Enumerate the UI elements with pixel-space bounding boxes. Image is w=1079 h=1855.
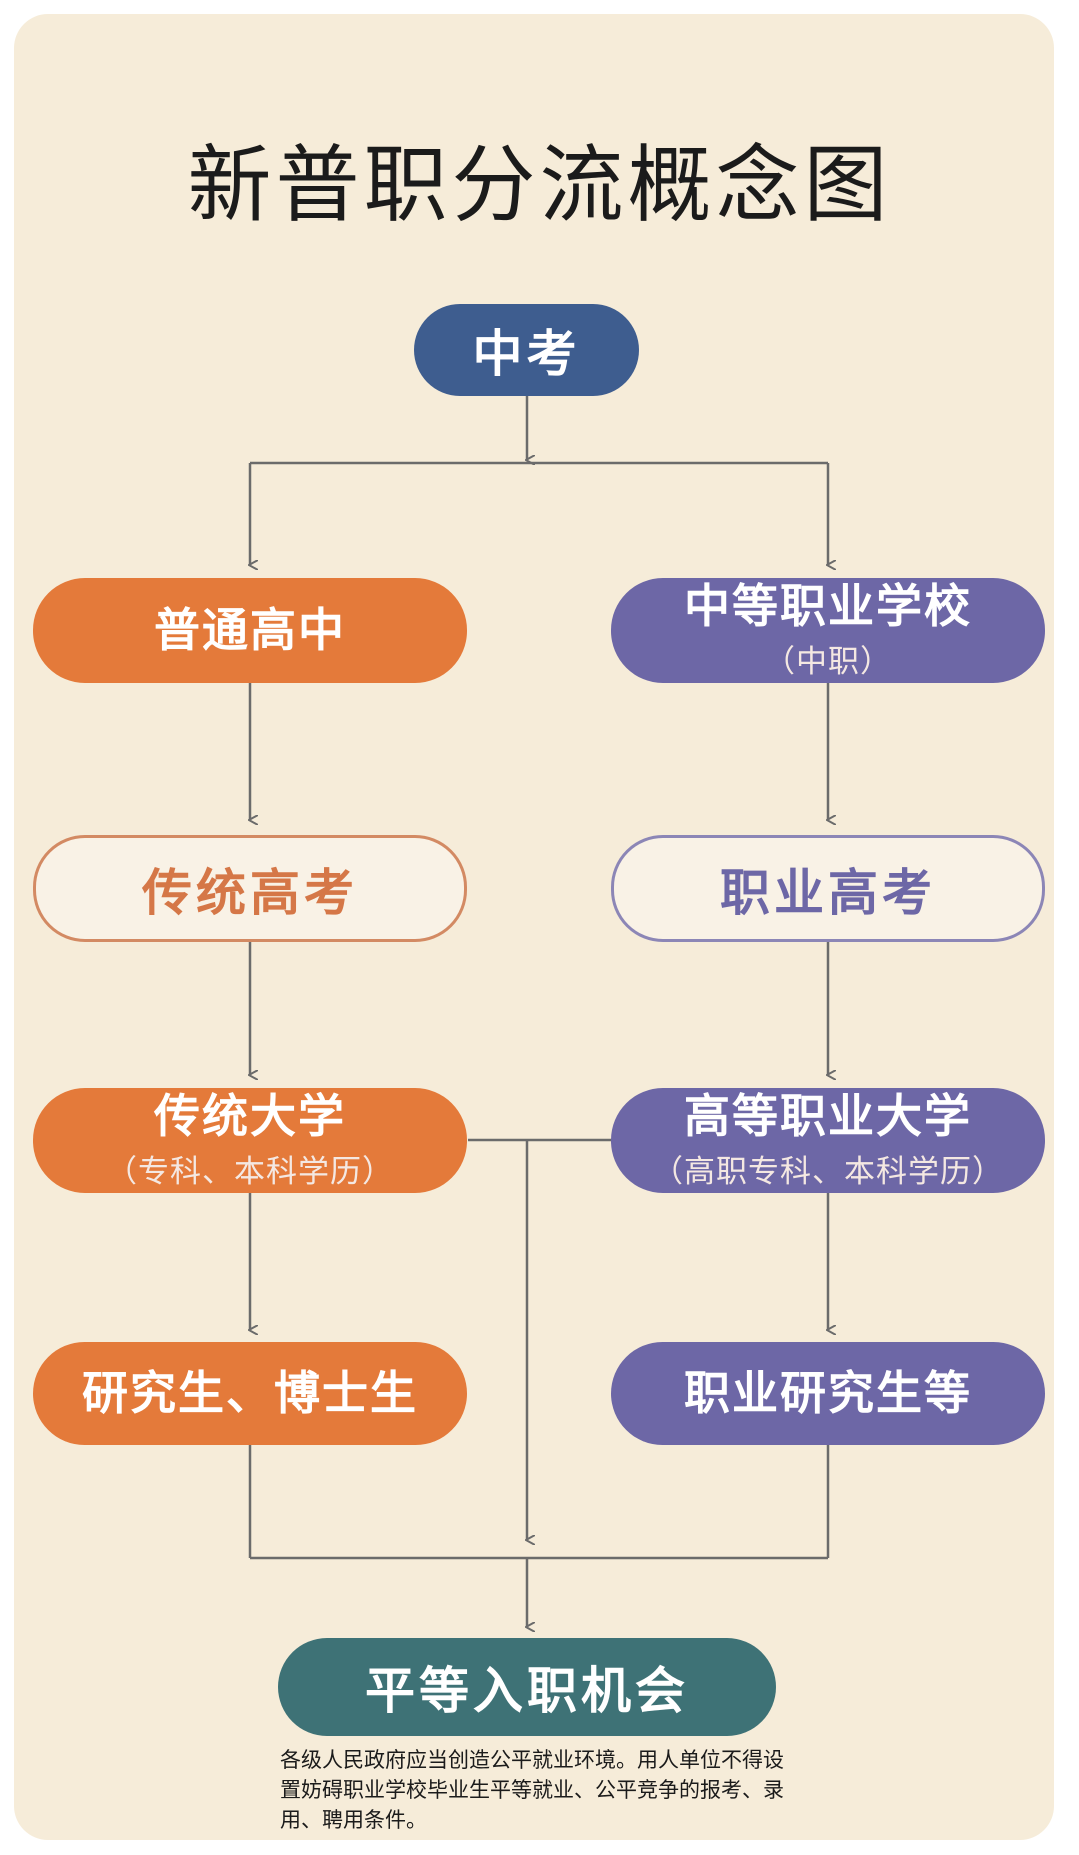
node-vocational-exam: 职业高考 [611,835,1045,942]
node-equal-employment: 平等入职机会 [278,1638,776,1736]
node-equal-employment-label: 平等入职机会 [365,1662,689,1720]
node-traditional-university-label: 传统大学 [154,1088,346,1143]
node-vocational-university-note: （高职专科、本科学历） [652,1154,1004,1191]
node-graduate-doctoral-label: 研究生、博士生 [82,1366,418,1421]
node-traditional-exam-label: 传统高考 [142,863,358,922]
node-vocational-school-abbr: （中职） [764,644,892,681]
node-vocational-university: 高等职业大学 （高职专科、本科学历） [611,1088,1045,1193]
node-general-high-school: 普通高中 [33,578,467,683]
node-graduate-doctoral: 研究生、博士生 [33,1342,467,1445]
node-vocational-university-label: 高等职业大学 [684,1088,972,1143]
node-vocational-graduate: 职业研究生等 [611,1342,1045,1445]
node-vocational-graduate-label: 职业研究生等 [684,1366,972,1421]
node-traditional-university-note: （专科、本科学历） [106,1154,394,1191]
node-vocational-school-label: 中等职业学校 [684,578,972,633]
node-traditional-university: 传统大学 （专科、本科学历） [33,1088,467,1193]
footnote-text: 各级人民政府应当创造公平就业环境。用人单位不得设置妨碍职业学校毕业生平等就业、公… [280,1748,784,1832]
node-general-high-school-label: 普通高中 [154,603,346,658]
node-traditional-exam: 传统高考 [33,835,467,942]
node-vocational-exam-label: 职业高考 [720,863,936,922]
page-title: 新普职分流概念图 [187,136,892,234]
node-zhongkao: 中考 [414,304,639,396]
node-vocational-school: 中等职业学校 （中职） [611,578,1045,683]
node-zhongkao-label: 中考 [472,325,581,383]
